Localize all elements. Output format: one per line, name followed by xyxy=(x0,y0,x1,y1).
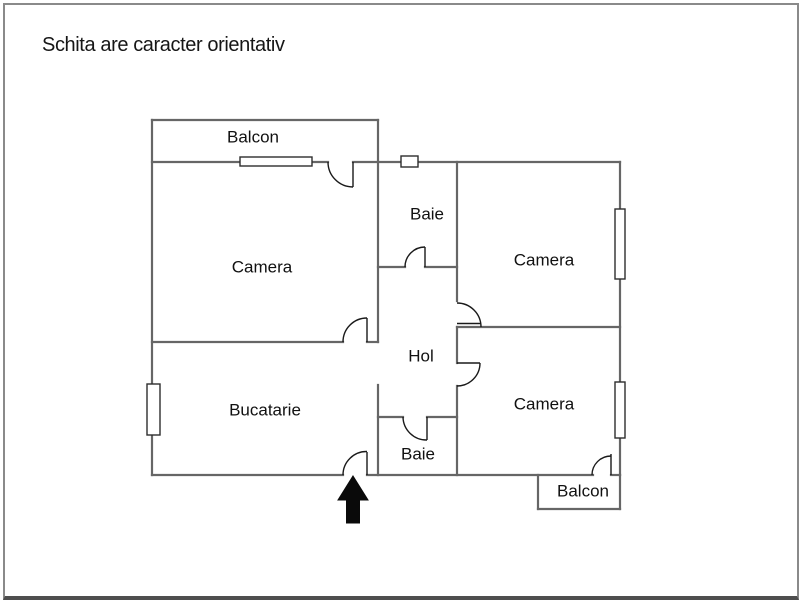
room-label-bucatarie: Bucatarie xyxy=(229,401,301,420)
camera-bottom-right-window xyxy=(614,381,626,439)
camera-bottom-right-door-arc xyxy=(456,362,481,387)
entrance-arrow-icon xyxy=(337,475,369,524)
balcon-top-door-arc xyxy=(327,161,354,188)
bucatarie-window xyxy=(146,383,161,436)
room-label-camera-bottom-right: Camera xyxy=(514,395,575,414)
balcon-bottom-right-door-arc xyxy=(591,455,612,476)
baie-bottom-door-arc xyxy=(402,416,428,441)
entrance-door-arc xyxy=(342,450,368,476)
room-label-balcon-bottom-right: Balcon xyxy=(557,482,609,501)
room-label-hol: Hol xyxy=(408,347,434,366)
balcon-top-window xyxy=(239,156,313,167)
plan-disclaimer-text: Schita are caracter orientativ xyxy=(42,34,285,56)
camera-top-left-door-arc xyxy=(342,317,368,343)
baie-top-door-arc xyxy=(404,246,426,268)
room-label-camera-top-left: Camera xyxy=(232,258,293,277)
baie-top-window xyxy=(400,155,419,168)
room-label-balcon-top: Balcon xyxy=(227,128,279,147)
room-label-baie-top: Baie xyxy=(410,205,444,224)
room-label-camera-top-right: Camera xyxy=(514,251,575,270)
room-label-baie-bottom: Baie xyxy=(401,445,435,464)
camera-top-right-window xyxy=(614,208,626,280)
